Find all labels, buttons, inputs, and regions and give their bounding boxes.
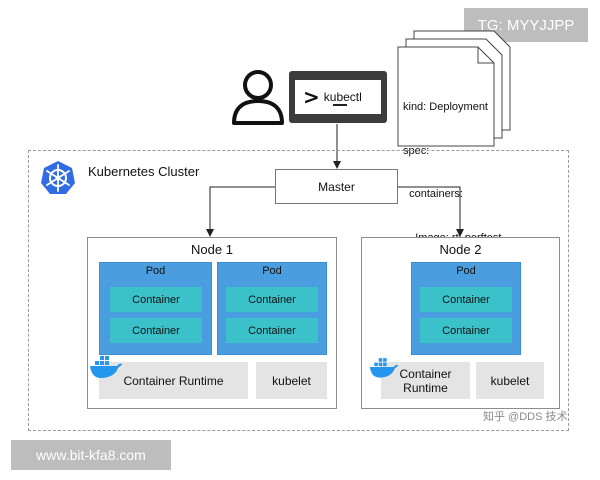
container-box: Container <box>226 318 318 343</box>
watermark-text: 知乎 @DDS 技术 <box>483 411 568 423</box>
pod-label: Pod <box>262 265 282 277</box>
docker-whale-icon <box>369 358 399 378</box>
container-box: Container <box>420 287 512 312</box>
terminal-screen: > kubectl <box>295 80 381 114</box>
kubernetes-cluster-boundary <box>28 150 569 431</box>
url-badge: www.bit-kfa8.com <box>11 440 171 470</box>
node-1-container-runtime: Container Runtime <box>99 362 248 399</box>
container-box: Container <box>110 287 202 312</box>
pod-label: Pod <box>145 265 166 277</box>
container-box: Container <box>420 318 512 343</box>
terminal-cursor <box>333 104 347 106</box>
deployment-doc-icon <box>397 30 511 147</box>
doc-line-kind: kind: Deployment <box>403 101 488 113</box>
arrow-master-to-node-1 <box>206 186 275 237</box>
terminal-prompt: > <box>303 85 320 109</box>
user-icon <box>232 70 284 125</box>
arrow-master-to-node-2 <box>398 186 464 237</box>
node-2-kubelet: kubelet <box>476 362 544 399</box>
kubectl-terminal: > kubectl <box>289 71 387 123</box>
master-node: Master <box>275 169 398 204</box>
docker-whale-icon <box>90 356 122 378</box>
node-1-kubelet: kubelet <box>256 362 327 399</box>
node-2-container-runtime: Container Runtime <box>381 362 470 399</box>
node-1-label: Node 1 <box>191 242 233 257</box>
container-box: Container <box>110 318 202 343</box>
terminal-command: kubectl <box>323 90 362 104</box>
pod-label: Pod <box>456 265 476 277</box>
node-2-label: Node 2 <box>439 242 482 257</box>
cluster-title: Kubernetes Cluster <box>88 164 200 179</box>
kubernetes-logo-icon <box>41 161 75 194</box>
container-box: Container <box>226 287 318 312</box>
doc-line-containers: containers: <box>403 188 463 200</box>
